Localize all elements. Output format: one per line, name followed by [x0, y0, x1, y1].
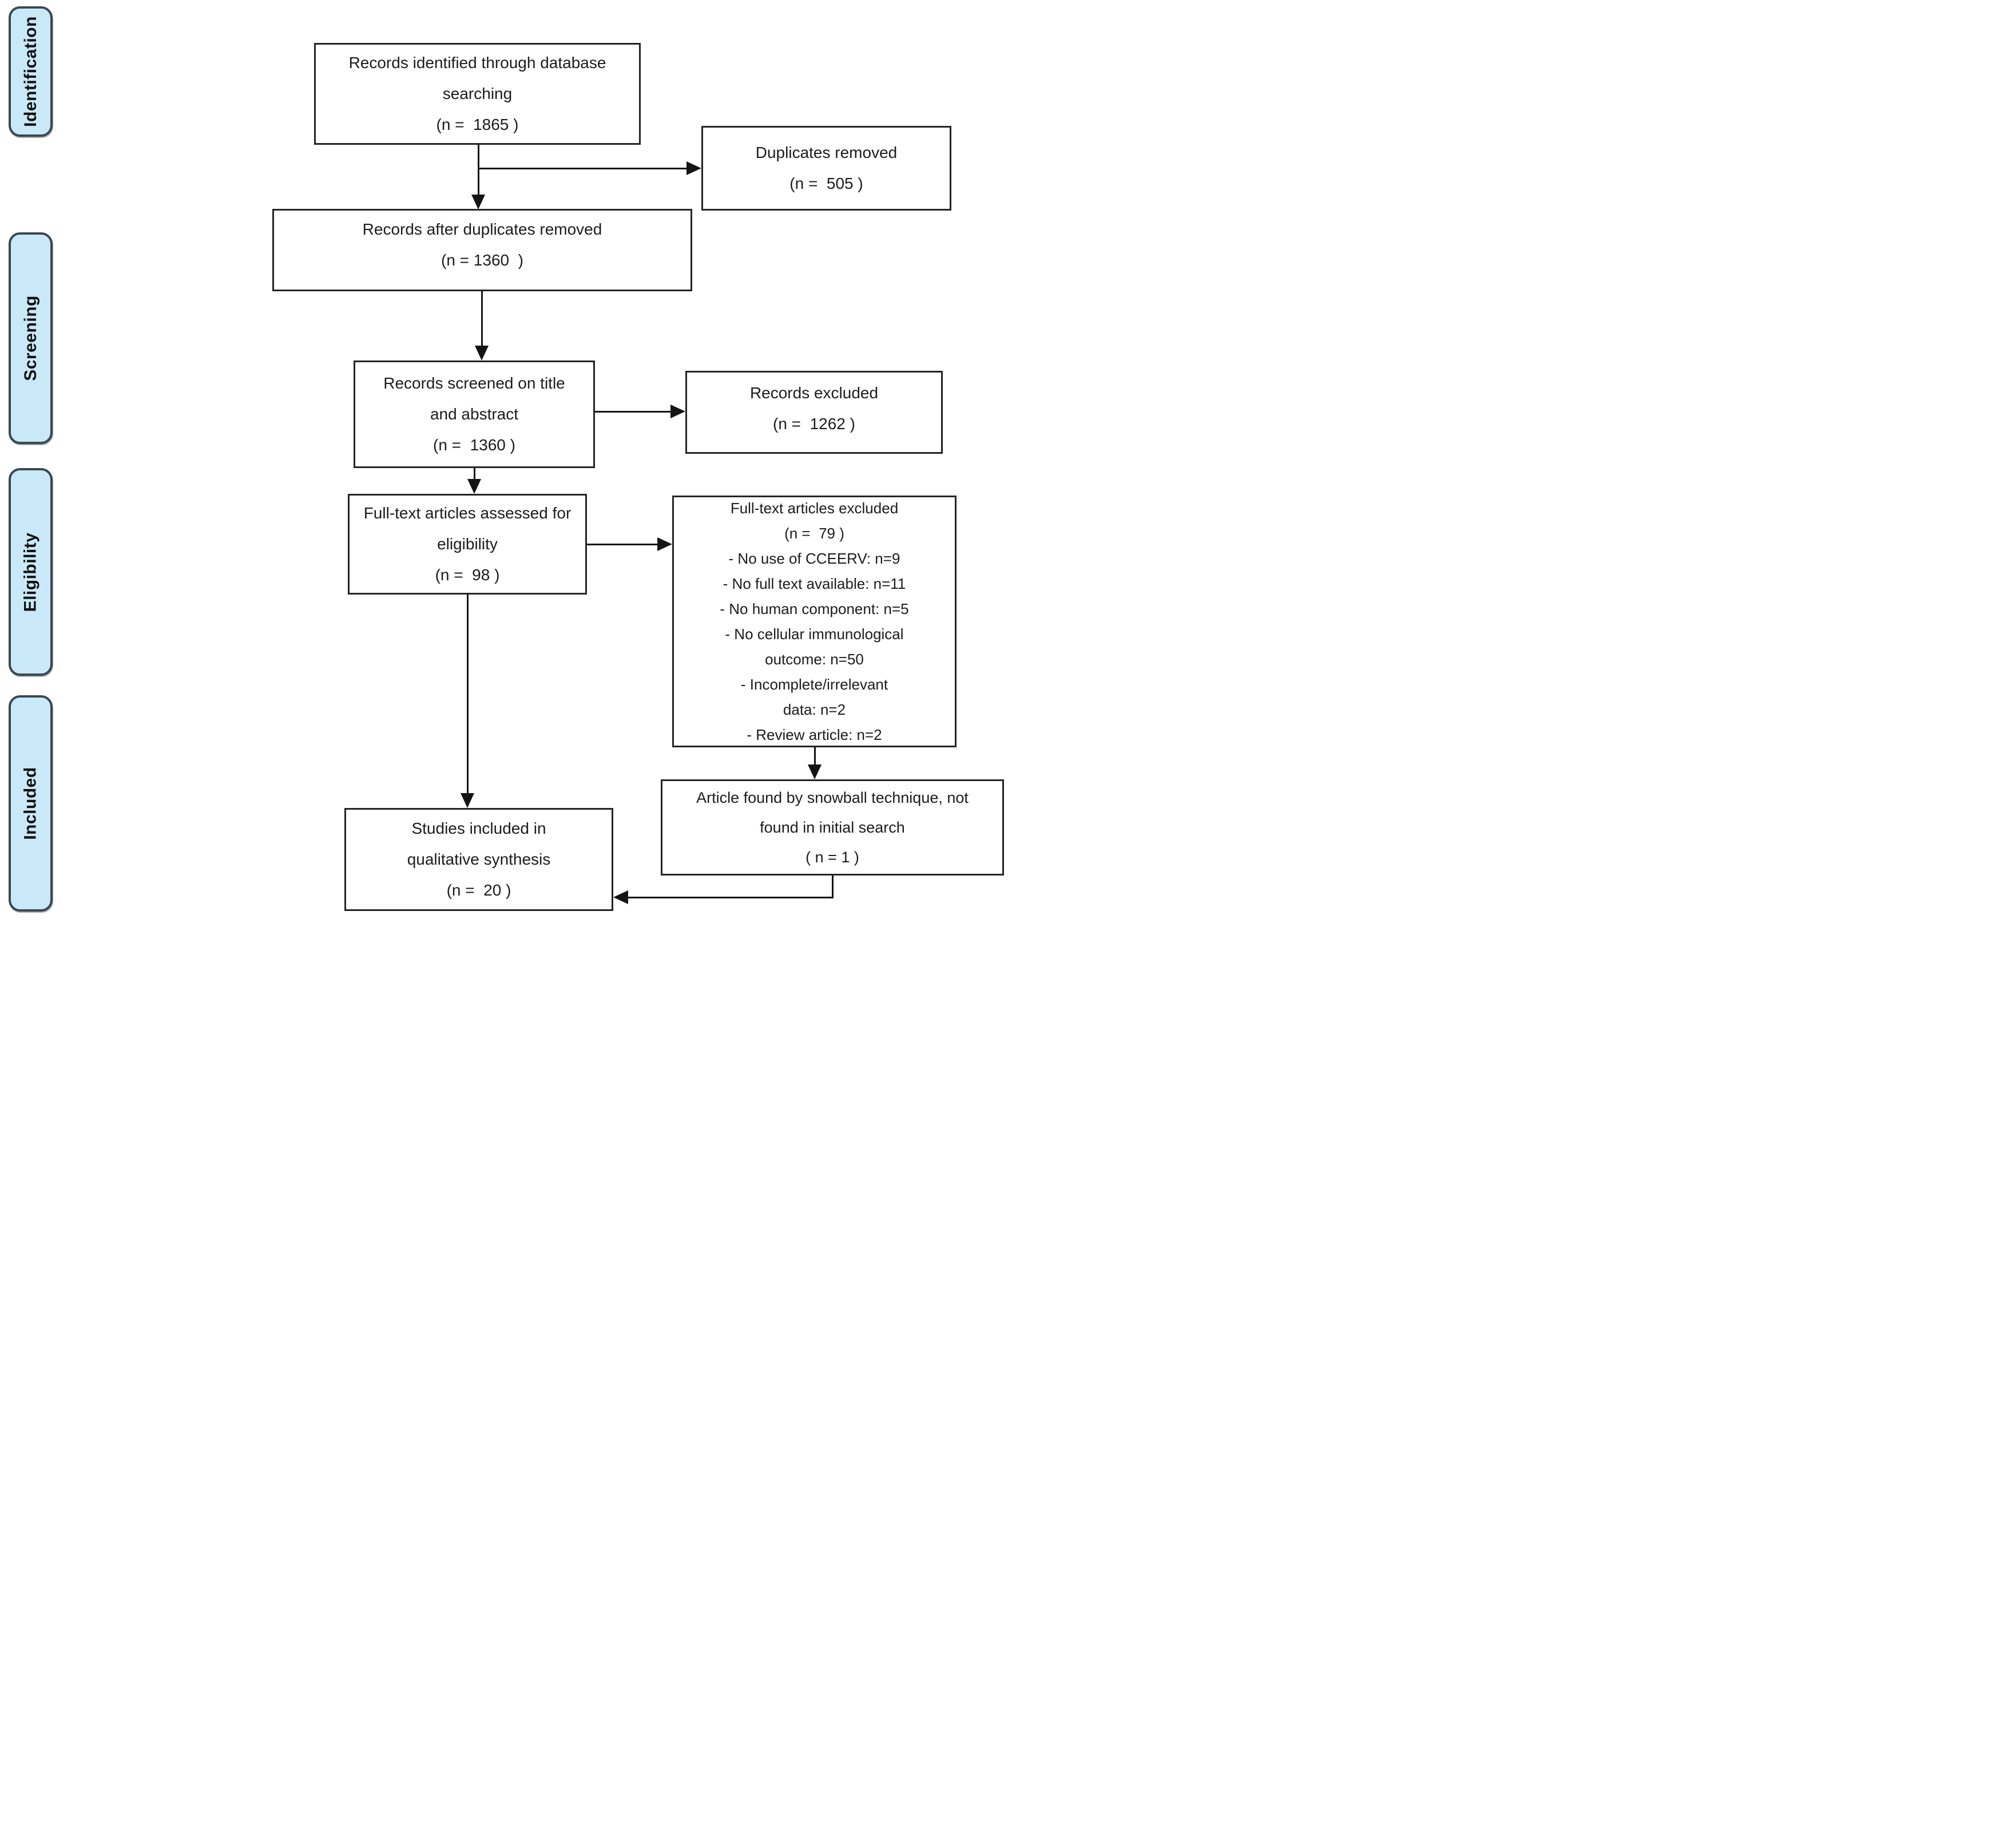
- arrowhead-into-studies-included-side-icon: [613, 890, 628, 904]
- stage-screening: Screening: [9, 232, 53, 444]
- connector-snowball-down-segment: [832, 876, 834, 898]
- connector-screened-to-records-excluded: [595, 411, 672, 413]
- connector-branch-to-duplicates-removed: [479, 168, 688, 169]
- stage-included: Included: [9, 695, 53, 912]
- connector-fulltext-excluded-to-snowball: [814, 747, 816, 765]
- stage-identification: Identification: [9, 6, 53, 137]
- stage-identification-label: Identification: [21, 16, 40, 127]
- arrowhead-into-records-excluded-icon: [670, 405, 685, 418]
- connector-after-duplicates-to-screened: [481, 291, 483, 346]
- connector-screened-to-fulltext-assessed: [474, 468, 475, 480]
- box-duplicates-removed: Duplicates removed (n = 505 ): [701, 126, 951, 211]
- arrowhead-into-after-duplicates-icon: [471, 195, 485, 209]
- prisma-flow-diagram: Identification Screening Eligibility Inc…: [0, 0, 1008, 921]
- box-records-screened: Records screened on title and abstract (…: [354, 361, 595, 468]
- box-records-after-duplicates: Records after duplicates removed (n = 13…: [272, 209, 692, 291]
- connector-identified-to-after-duplicates: [478, 145, 479, 196]
- arrowhead-into-studies-included-icon: [461, 793, 474, 808]
- arrowhead-into-fulltext-excluded-icon: [657, 537, 672, 551]
- connector-snowball-horizontal-segment: [628, 897, 834, 898]
- connector-assessed-to-fulltext-excluded: [587, 544, 658, 545]
- stage-eligibility-label: Eligibility: [21, 532, 40, 612]
- connector-assessed-to-studies-included: [467, 595, 469, 794]
- box-records-excluded: Records excluded (n = 1262 ): [685, 371, 943, 454]
- box-records-identified: Records identified through database sear…: [314, 43, 641, 145]
- box-fulltext-assessed: Full-text articles assessed for eligibil…: [348, 494, 587, 595]
- arrowhead-into-screened-icon: [475, 346, 489, 361]
- stage-included-label: Included: [21, 767, 40, 840]
- arrowhead-into-duplicates-removed-icon: [686, 161, 701, 175]
- box-snowball-article: Article found by snowball technique, not…: [661, 779, 1004, 876]
- box-studies-included: Studies included in qualitative synthesi…: [344, 808, 613, 911]
- box-fulltext-excluded: Full-text articles excluded (n = 79 ) - …: [672, 496, 957, 747]
- arrowhead-into-fulltext-assessed-icon: [467, 479, 481, 494]
- arrowhead-into-snowball-icon: [808, 764, 822, 779]
- stage-eligibility: Eligibility: [9, 468, 53, 676]
- stage-screening-label: Screening: [21, 295, 40, 381]
